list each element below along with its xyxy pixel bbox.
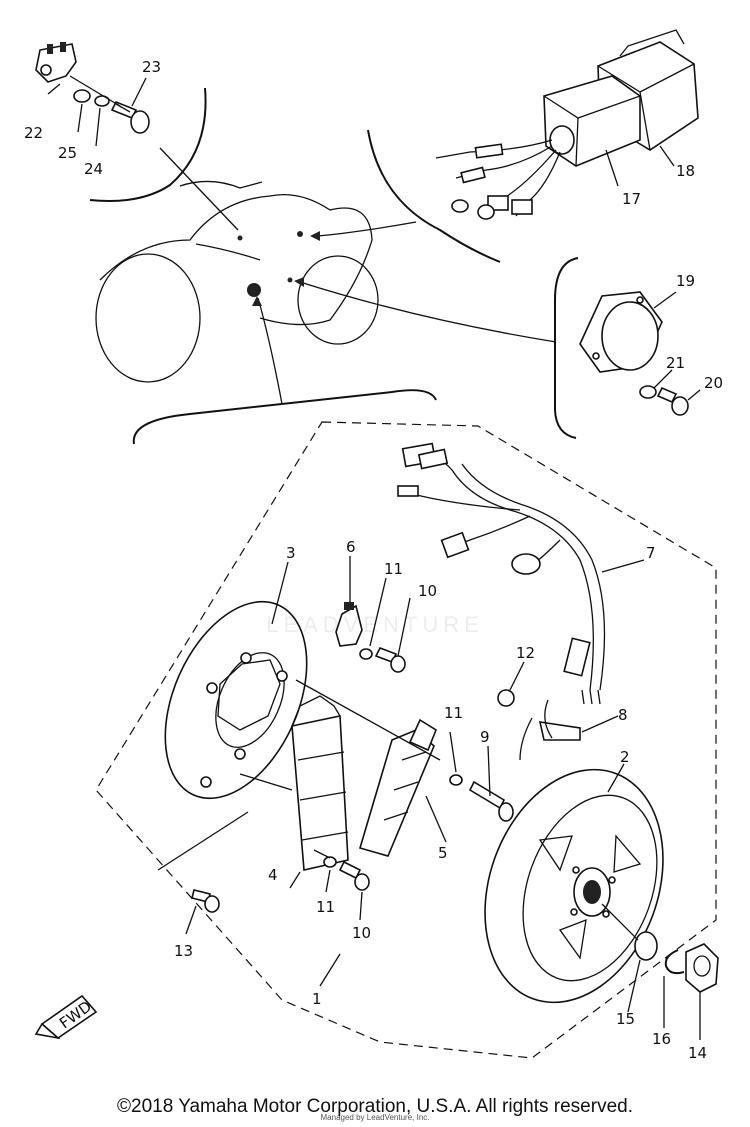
label-21: 21	[666, 354, 685, 372]
label-22: 22	[24, 124, 43, 142]
location-dot-19	[287, 277, 293, 283]
label-15: 15	[616, 1010, 635, 1028]
label-6: 6	[346, 538, 356, 556]
part-5-lighting-coil	[359, 718, 447, 857]
copyright-notice: ©2018 Yamaha Motor Corporation, U.S.A. A…	[117, 1096, 633, 1117]
part-25-washer	[73, 89, 91, 103]
label-8: 8	[618, 706, 628, 724]
label-14: 14	[688, 1044, 707, 1062]
fwd-arrow-icon: FWD	[34, 994, 98, 1040]
label-11-bottom: 11	[316, 898, 335, 916]
inset-top-left	[35, 42, 207, 202]
label-2: 2	[620, 748, 630, 766]
inset-right	[554, 257, 701, 439]
part-23-bolt	[110, 100, 150, 134]
part-21-washer	[639, 385, 657, 399]
label-10-top: 10	[418, 582, 437, 600]
part-3-stator-plate	[164, 561, 308, 800]
label-9: 9	[480, 728, 490, 746]
location-dot-1	[247, 283, 261, 297]
part-7-wire-harness	[397, 442, 645, 705]
label-5: 5	[438, 844, 448, 862]
part-2-rotor	[484, 763, 664, 1004]
cdi-wire-harness	[435, 139, 561, 220]
part-16-lockwasher	[664, 949, 685, 975]
inset-top-right	[367, 29, 699, 263]
label-7: 7	[646, 544, 656, 562]
label-17: 17	[622, 190, 641, 208]
label-13: 13	[174, 942, 193, 960]
location-dot-17	[297, 231, 303, 237]
part-13-screw	[157, 811, 249, 935]
part-6-pickup-coil	[335, 556, 363, 647]
part-20-bolt	[656, 386, 689, 416]
part-12-bolt	[497, 661, 525, 707]
label-20: 20	[704, 374, 723, 392]
label-1: 1	[312, 990, 322, 1008]
location-dot-22	[237, 235, 243, 241]
part-11-washer-top	[359, 648, 373, 660]
label-25: 25	[58, 144, 77, 162]
motorcycle-outline	[95, 147, 557, 405]
label-23: 23	[142, 58, 161, 76]
label-16: 16	[652, 1030, 671, 1048]
part-10-screw-top	[374, 646, 406, 673]
part-9-screw	[468, 745, 514, 822]
label-4: 4	[268, 866, 278, 884]
label-10-bottom: 10	[352, 924, 371, 942]
label-11-mid: 11	[444, 704, 463, 722]
part-19-regulator	[579, 291, 663, 373]
label-12: 12	[516, 644, 535, 662]
part-24-lockwasher	[94, 95, 110, 107]
part-4-source-coil	[289, 695, 349, 889]
part-11-washer-bottom	[323, 856, 337, 868]
part-number-labels: 22 25 24 23 17 18 19 21 20 3 6 11 10 7 1…	[24, 58, 723, 1062]
part-15-washer	[634, 931, 658, 961]
part-8-clamp	[519, 699, 619, 761]
label-19: 19	[676, 272, 695, 290]
part-10-screw-bottom	[338, 860, 370, 891]
label-11-top: 11	[384, 560, 403, 578]
part-14-nut	[685, 943, 719, 993]
part-17-cdi-unit	[543, 75, 641, 167]
watermark: LEADVENTURE	[266, 612, 484, 637]
part-11-washer-mid	[449, 774, 463, 786]
credit-line: Managed by LeadVenture, Inc.	[320, 1113, 430, 1122]
label-3: 3	[286, 544, 296, 562]
fwd-label: FWD	[56, 997, 95, 1032]
assembly-boundary	[95, 421, 717, 1059]
label-18: 18	[676, 162, 695, 180]
label-24: 24	[84, 160, 103, 178]
